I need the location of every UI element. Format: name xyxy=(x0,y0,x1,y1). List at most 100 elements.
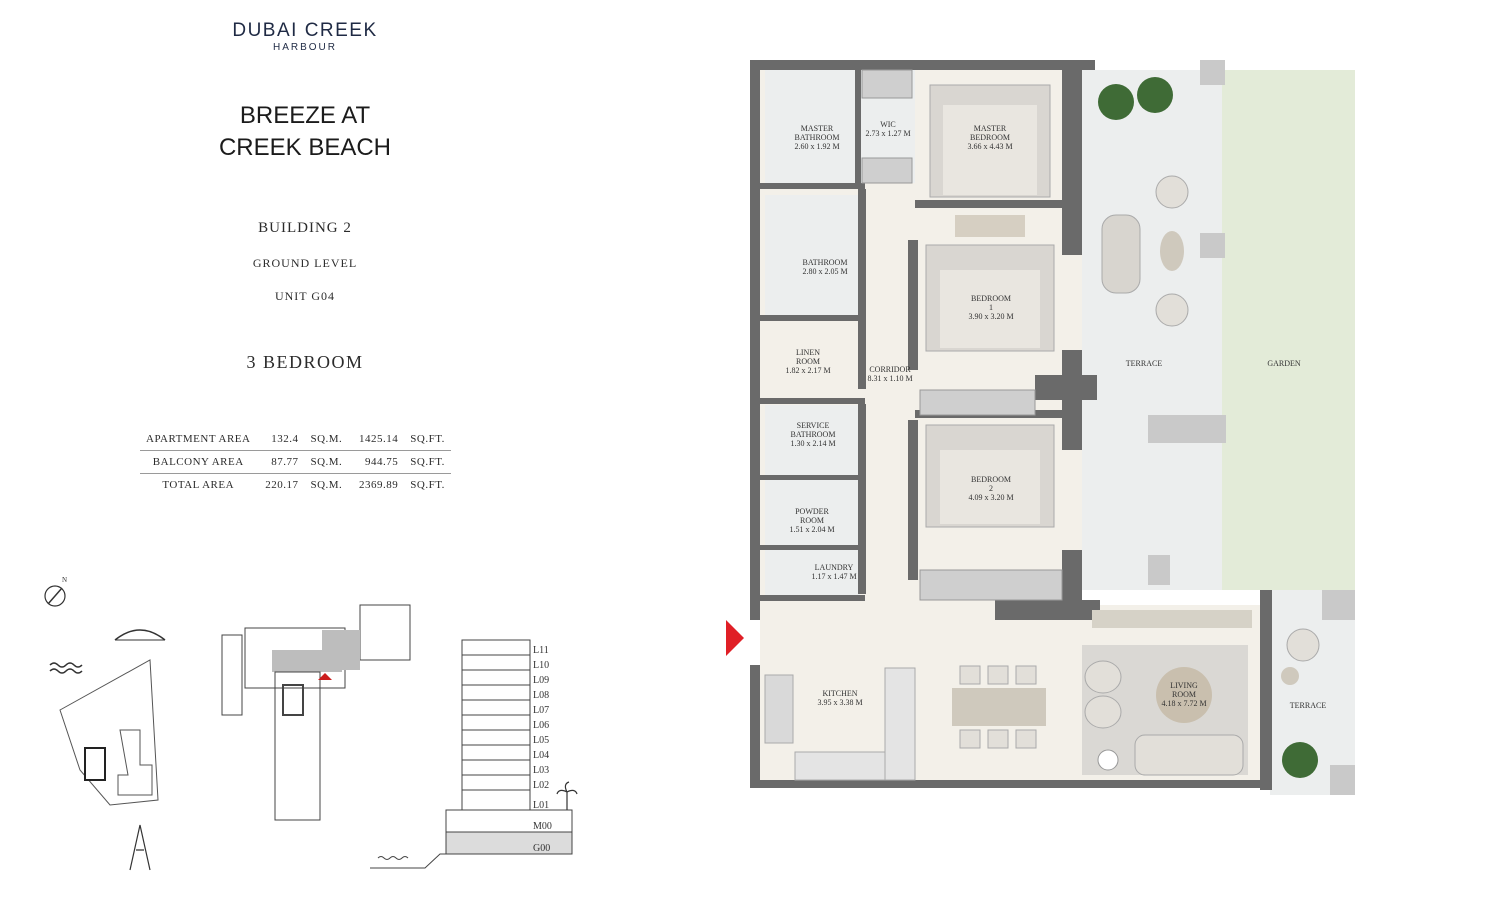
room-name: BATHROOM xyxy=(795,133,840,142)
room-dimension: 1.30 x 2.14 M xyxy=(790,439,835,448)
room-name: BEDROOM xyxy=(971,294,1011,303)
area-table: APARTMENT AREA 132.4 SQ.M. 1425.14 SQ.FT… xyxy=(140,428,451,496)
room-dimension: 1.51 x 2.04 M xyxy=(789,525,834,534)
room-name: MASTER xyxy=(974,124,1007,133)
bed-icon xyxy=(925,244,1055,352)
room-name: LIVING xyxy=(1170,681,1198,690)
coffee-table-icon xyxy=(1156,667,1212,723)
table-row: BALCONY AREA 87.77 SQ.M. 944.75 SQ.FT. xyxy=(140,450,451,474)
bridge-icon xyxy=(114,629,166,641)
room-name: TERRACE xyxy=(1126,359,1163,368)
room-name: WIC xyxy=(880,120,896,129)
room-dimension: 2.73 x 1.27 M xyxy=(865,129,910,138)
room-labels: MASTER BATHROOM 2.60 x 1.92 M WIC 2.73 x… xyxy=(785,120,1326,710)
level-label-item: L05 xyxy=(533,735,549,746)
area-sqft-unit: SQ.FT. xyxy=(410,433,445,445)
room-name: BEDROOM xyxy=(970,133,1010,142)
room-name: LINEN xyxy=(796,348,820,357)
floor-key-plan xyxy=(221,604,411,821)
table-row: APARTMENT AREA 132.4 SQ.M. 1425.14 SQ.FT… xyxy=(140,428,451,451)
garden-area xyxy=(1222,70,1355,590)
room-name: 2 xyxy=(989,484,993,493)
area-label: APARTMENT AREA xyxy=(146,433,251,445)
level-label-item: L11 xyxy=(533,645,549,656)
room-name: POWDER xyxy=(795,507,829,516)
room-dimension: 3.66 x 4.43 M xyxy=(967,142,1012,151)
area-label: TOTAL AREA xyxy=(140,473,257,496)
level-label-item: L09 xyxy=(533,675,549,686)
plant-icon xyxy=(1098,77,1318,778)
level-label: GROUND LEVEL xyxy=(252,256,358,270)
palm-icon xyxy=(556,781,578,810)
area-sqft: 1425.14 xyxy=(359,433,399,445)
room-dimension: 8.31 x 1.10 M xyxy=(867,374,912,383)
room-name: ROOM xyxy=(800,516,824,525)
project-title-line2: CREEK BEACH xyxy=(218,134,392,161)
room-dimension: 1.82 x 2.17 M xyxy=(785,366,830,375)
room-name: SERVICE xyxy=(797,421,830,430)
entrance-arrow-icon xyxy=(726,620,744,656)
table-row: TOTAL AREA 220.17 SQ.M. 2369.89 SQ.FT. xyxy=(140,473,451,496)
dining-table-icon xyxy=(952,665,1046,749)
area-sqm-unit: SQ.M. xyxy=(304,473,349,496)
tower-icon xyxy=(129,824,151,871)
level-label-item: L03 xyxy=(533,765,549,776)
room-name: ROOM xyxy=(1172,690,1196,699)
area-sqft-unit: SQ.FT. xyxy=(404,473,451,496)
room-dimension: 3.95 x 3.38 M xyxy=(817,698,862,707)
terrace-area xyxy=(1082,70,1222,590)
brand-logo-sub: HARBOUR xyxy=(272,42,337,53)
area-sqm: 87.77 xyxy=(256,450,305,474)
room-name: LAUNDRY xyxy=(815,563,854,572)
room-dimension: 3.90 x 3.20 M xyxy=(968,312,1013,321)
room-name: KITCHEN xyxy=(822,689,857,698)
level-label-item: L06 xyxy=(533,720,549,731)
room-dimension: 2.60 x 1.92 M xyxy=(794,142,839,151)
room-dimension: 4.18 x 7.72 M xyxy=(1161,699,1206,708)
level-label-item: L10 xyxy=(533,660,549,671)
level-label-item: L04 xyxy=(533,750,549,761)
level-labels: L11 L10 L09 L08 L07 L06 L05 L04 L03 L02 … xyxy=(533,645,552,854)
room-name: MASTER xyxy=(801,124,834,133)
room-dimension: 1.17 x 1.47 M xyxy=(811,572,856,581)
room-dimension: 4.09 x 3.20 M xyxy=(968,493,1013,502)
area-sqft: 2369.89 xyxy=(348,473,405,496)
area-label: BALCONY AREA xyxy=(140,450,257,474)
compass-north-label: N xyxy=(62,576,67,584)
water-icon xyxy=(49,662,83,674)
key-plans: N L11 L10 xyxy=(44,576,578,871)
level-label-item: L07 xyxy=(533,705,549,716)
walls xyxy=(750,60,1272,790)
project-title-line1: BREEZE AT xyxy=(239,102,371,129)
site-plan xyxy=(59,659,159,806)
sofa-icon xyxy=(1134,734,1244,776)
level-label-item: L08 xyxy=(533,690,549,701)
area-sqm: 220.17 xyxy=(256,473,305,496)
project-title: BREEZE AT CREEK BEACH xyxy=(155,100,455,164)
bed-icon xyxy=(925,424,1055,528)
room-name: BATHROOM xyxy=(803,258,848,267)
bed-icon xyxy=(929,84,1051,237)
level-label-item: G00 xyxy=(533,843,550,854)
level-label-item: L01 xyxy=(533,800,549,811)
building-section xyxy=(370,639,573,869)
area-sqft-unit: SQ.FT. xyxy=(404,450,451,474)
area-sqm-unit: SQ.M. xyxy=(304,450,349,474)
area-sqm: 132.4 xyxy=(271,433,299,445)
room-name: CORRIDOR xyxy=(869,365,911,374)
room-name: BEDROOM xyxy=(971,475,1011,484)
room-name: TERRACE xyxy=(1290,701,1327,710)
room-name: ROOM xyxy=(796,357,820,366)
room-name: BATHROOM xyxy=(791,430,836,439)
room-dimension: 2.80 x 2.05 M xyxy=(802,267,847,276)
area-sqft: 944.75 xyxy=(348,450,405,474)
area-sqm-unit: SQ.M. xyxy=(310,433,343,445)
building-label: BUILDING 2 xyxy=(258,220,352,236)
room-name: GARDEN xyxy=(1267,359,1301,368)
room-name: 1 xyxy=(989,303,993,312)
unit-label: UNIT G04 xyxy=(274,289,336,303)
compass-icon: N xyxy=(44,576,67,607)
level-label-item: M00 xyxy=(533,821,552,832)
brand-logo: DUBAI CREEK xyxy=(232,20,378,41)
